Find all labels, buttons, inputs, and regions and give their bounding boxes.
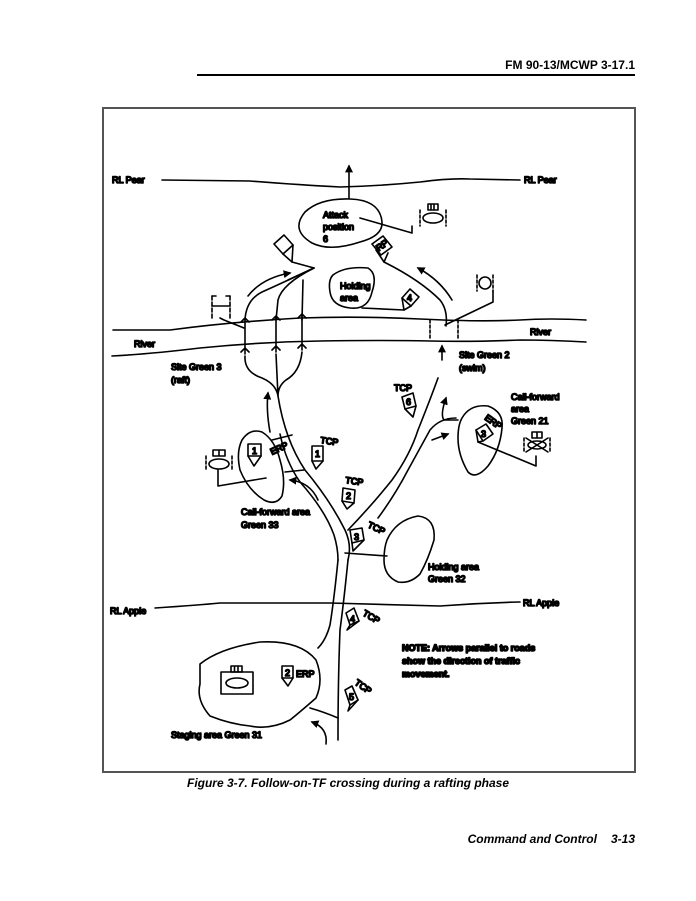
- page-footer: Command and Control 3-13: [468, 832, 635, 846]
- hq-link-21: [477, 441, 537, 467]
- attack-position-label: Attack position 6: [323, 210, 357, 244]
- svg-text:5: 5: [349, 692, 354, 702]
- route-holding-4: [361, 307, 405, 311]
- erp-link-33: [271, 434, 305, 473]
- svg-text:1: 1: [315, 449, 320, 459]
- tcp-2-marker: 2 TCP: [341, 474, 365, 510]
- staging-area-31-label: Staging area Green 31: [171, 730, 262, 740]
- phase-line-rl-apple: [154, 601, 521, 609]
- figure-frame: [102, 107, 636, 773]
- route-staging-exit: [309, 707, 339, 719]
- tcp-6-marker: 6 TCP: [393, 382, 417, 418]
- page-number: 3-13: [610, 832, 635, 846]
- phase-line-rl-pear: [161, 178, 521, 188]
- svg-text:TCP: TCP: [366, 520, 387, 537]
- swim-site-link: [444, 290, 494, 326]
- river-south-bank: [111, 339, 587, 357]
- traffic-note: NOTE: Arrows parallel to roads show the …: [402, 643, 538, 679]
- tcp-1-marker: 1 TCP: [311, 434, 340, 470]
- checkpoint-diamond: [273, 234, 294, 263]
- svg-text:6: 6: [406, 397, 411, 407]
- svg-text:3: 3: [481, 429, 486, 439]
- traffic-arrow-east-road: [431, 432, 450, 441]
- call-forward-33-boundary: [237, 430, 285, 504]
- svg-text:TCP: TCP: [345, 475, 364, 487]
- tcp-5-marker: 5 TCP: [344, 677, 374, 712]
- call-forward-21-label: Call-forward area Green 21: [511, 392, 562, 426]
- traffic-arrow-staging: [310, 720, 328, 745]
- road-main-west-inner: [279, 433, 339, 561]
- route-raft-center: [275, 267, 315, 321]
- traffic-arrow-cf21-exit: [440, 396, 459, 421]
- tcp-3-marker: 3 TCP: [349, 519, 387, 552]
- site-green-2-label: Site Green 2 (swim): [459, 350, 512, 373]
- erp-31-label: ERP: [296, 669, 315, 679]
- erp-3-marker: 3: [475, 423, 494, 443]
- svg-text:3: 3: [354, 532, 359, 542]
- raft-engineer-icon: [211, 295, 231, 319]
- svg-text:4: 4: [407, 293, 412, 303]
- rl-apple-label-left: RL Apple: [110, 606, 146, 616]
- svg-text:4: 4: [350, 614, 355, 624]
- site-green-3-label: Site Green 3 (raft): [171, 362, 224, 385]
- river-north-bank: [112, 316, 587, 331]
- traffic-arrow-cf33: [288, 476, 319, 501]
- svg-text:1: 1: [252, 446, 257, 456]
- erp-2-marker: 2: [281, 665, 294, 687]
- svg-text:TCP: TCP: [394, 383, 412, 393]
- attack-position-6-boundary: [298, 198, 383, 249]
- hq-link-33: [217, 469, 267, 487]
- traffic-arrow-north-east: [416, 267, 453, 301]
- svg-text:TCP: TCP: [361, 608, 382, 626]
- hq-link-attack: [359, 217, 413, 234]
- call-forward-21-boundary: [457, 404, 504, 476]
- river-label-right: River: [530, 327, 551, 337]
- rl-pear-label-right: RL Pear: [524, 175, 557, 185]
- holding-area-32-boundary: [383, 515, 435, 584]
- tcp-4-marker: 4 TCP: [345, 607, 382, 631]
- road-main-west: [277, 395, 351, 561]
- svg-text:2: 2: [346, 491, 351, 501]
- river-label-left: River: [134, 339, 155, 349]
- holding-area-north-boundary: [328, 266, 376, 309]
- traffic-arrow-raft-south: [263, 391, 272, 433]
- swim-crossing-lines: [429, 319, 459, 341]
- swim-site-icon: [476, 274, 494, 292]
- road-raft-fork: [244, 351, 303, 397]
- road-east-outer: [347, 377, 439, 531]
- figure-caption: Figure 3-7. Follow-on-TF crossing during…: [186, 776, 509, 790]
- rp-marker: RP: [371, 235, 393, 263]
- raft-crossing-lines: [240, 313, 307, 355]
- route-raft-left: [244, 267, 315, 321]
- erp-1-marker: 1: [247, 443, 262, 467]
- road-south-east: [337, 559, 349, 741]
- svg-text:TCP: TCP: [320, 435, 339, 447]
- staging-area-31-boundary: [198, 641, 321, 728]
- route-holding-32: [344, 552, 388, 557]
- road-east-inner: [377, 417, 457, 519]
- route-rp-to-river: [383, 261, 448, 327]
- road-south-west: [317, 559, 339, 649]
- holding-point-4: 4: [401, 288, 420, 311]
- rl-pear-label-left: RL Pear: [112, 175, 145, 185]
- route-diamond: [287, 261, 315, 281]
- document-id: FM 90-13/MCWP 3-17.1: [505, 58, 635, 72]
- battalion-hq-icon: [419, 203, 447, 227]
- rl-apple-label-right: RL Apple: [523, 598, 559, 608]
- chapter-title: Command and Control: [467, 832, 597, 846]
- holding-area-32-label: Holding area Green 32: [428, 562, 482, 584]
- traffic-arrow-raft: [247, 270, 292, 297]
- svg-text:2: 2: [285, 668, 290, 678]
- company-hq-icon-33: [205, 449, 233, 472]
- header-rule: [197, 74, 635, 76]
- raft-engineer-link: [219, 317, 245, 329]
- brigade-hq-icon-31: [220, 665, 254, 695]
- call-forward-33-label: Call-forward area Green 33: [241, 507, 313, 530]
- bridge-company-icon-21: [523, 431, 551, 453]
- holding-area-north-label: Holding area: [340, 281, 373, 303]
